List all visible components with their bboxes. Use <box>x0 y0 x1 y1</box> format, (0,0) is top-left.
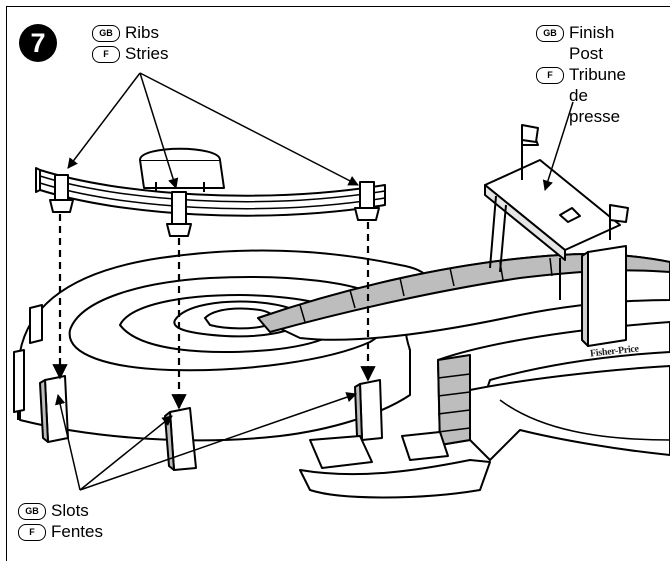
ribs-f-text: Stries <box>125 44 169 63</box>
ribs-label: GB Ribs F Stries <box>92 22 168 64</box>
rib-rail <box>35 147 386 237</box>
bridge <box>437 321 670 461</box>
step-number-badge: 7 <box>19 24 57 62</box>
slots-label: GB Slots F Fentes <box>18 500 103 542</box>
page-frame <box>6 6 670 561</box>
ribs-f-row: F Stries <box>92 43 168 64</box>
finish-gb-row: GB Finish Post <box>536 22 626 64</box>
front-bumps <box>299 431 491 499</box>
f-badge: F <box>92 46 120 63</box>
slots-gb-row: GB Slots <box>18 500 103 521</box>
f-badge: F <box>536 67 564 84</box>
slots-gb-text: Slots <box>51 501 89 520</box>
gb-badge: GB <box>536 25 564 42</box>
finish-f-text: Tribune de presse <box>569 65 627 126</box>
alignment-lines <box>52 214 376 410</box>
callout-arrows <box>55 72 574 491</box>
ramp <box>257 253 670 341</box>
ribs-gb-text: Ribs <box>125 23 160 42</box>
gb-badge: GB <box>92 25 120 42</box>
finish-post-label: GB Finish Post F Tribune de presse <box>536 22 626 127</box>
finish-gb-text: Finish Post <box>569 23 615 63</box>
slot-posts <box>13 304 383 471</box>
finish-post <box>484 124 629 347</box>
slots-f-row: F Fentes <box>18 521 103 542</box>
ribs-gb-row: GB Ribs <box>92 22 168 43</box>
finish-f-row: F Tribune de presse <box>536 64 626 127</box>
slots-f-text: Fentes <box>51 522 103 541</box>
f-badge: F <box>18 524 46 541</box>
gb-badge: GB <box>18 503 46 520</box>
